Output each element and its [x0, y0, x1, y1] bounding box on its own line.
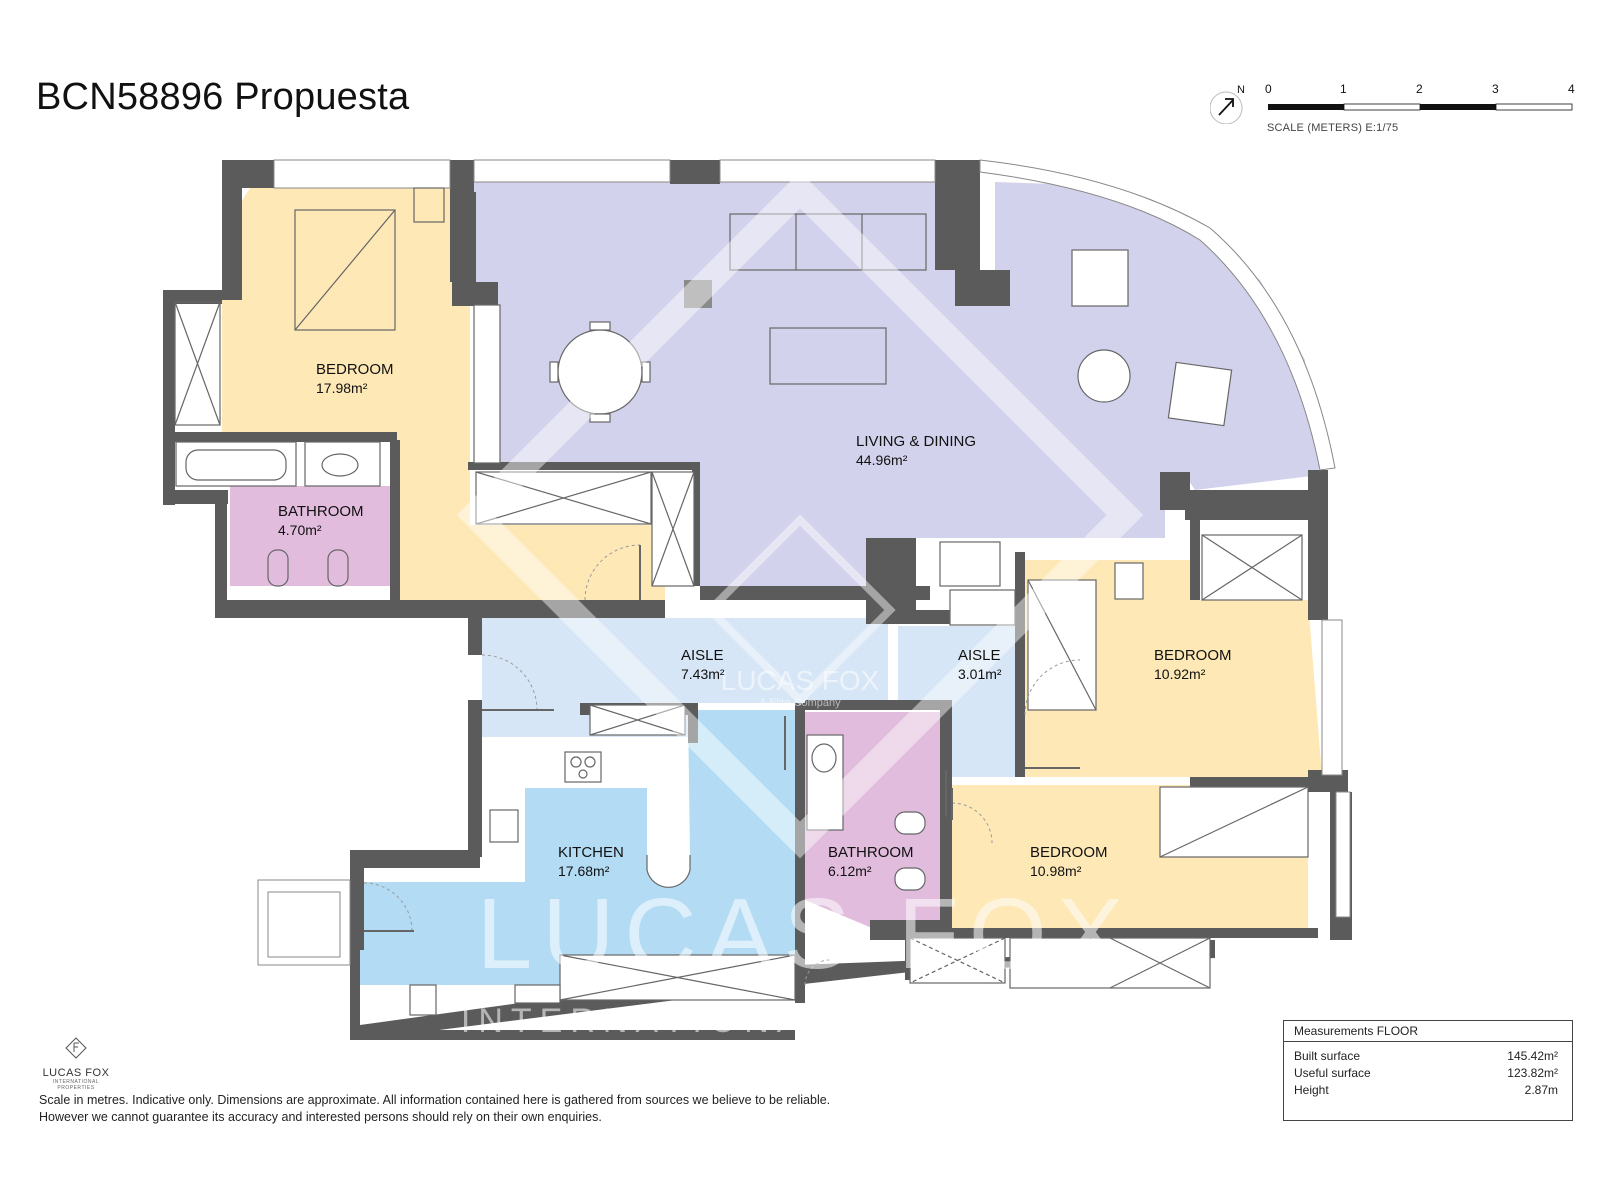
brand-name: LUCAS FOX	[42, 1067, 110, 1079]
measurement-label: Useful surface	[1294, 1066, 1371, 1080]
scale-tick-1: 1	[1340, 84, 1347, 96]
room-bedroom-2	[1025, 560, 1322, 777]
bathtub-icon	[175, 441, 297, 487]
measurements-box: Measurements FLOOR Built surface 145.42m…	[1283, 1020, 1573, 1121]
label-aisle-1-area: 7.43m²	[681, 666, 725, 682]
room-labels: BEDROOM 17.98m² BATHROOM 4.70m² LIVING &…	[278, 361, 1232, 879]
label-bathroom-2-name: BATHROOM	[828, 844, 914, 861]
scale-bar: N 0 1 2 3 4 SCALE (METERS) E:1/75	[1210, 84, 1590, 144]
brand-diamond-icon	[65, 1037, 87, 1059]
cooktop-icon	[564, 751, 602, 783]
room-bathroom-1	[230, 486, 390, 586]
sofa-icon	[729, 213, 927, 271]
brand-sub: INTERNATIONAL PROPERTIES	[52, 1079, 100, 1091]
scale-tick-0: 0	[1265, 84, 1272, 96]
doors	[363, 544, 1081, 986]
label-bathroom-2-area: 6.12m²	[828, 863, 872, 879]
watermark: LUCAS FOX A Elite Company LUCAS FOX INTE…	[456, 171, 1149, 1040]
label-kitchen-area: 17.68m²	[558, 863, 610, 879]
bidet-icon	[327, 549, 349, 587]
disclaimer: Scale in metres. Indicative only. Dimens…	[39, 1092, 959, 1126]
plan-title: BCN58896 Propuesta	[36, 76, 410, 118]
wardrobe-icon	[174, 301, 221, 426]
label-living-dining-name: LIVING & DINING	[856, 433, 976, 450]
label-aisle-1-name: AISLE	[681, 647, 724, 664]
measurement-row: Height 2.87m	[1284, 1082, 1572, 1099]
disclaimer-line-2: However we cannot guarantee its accuracy…	[39, 1110, 602, 1124]
armchair-icon	[1071, 249, 1129, 307]
scale-caption: SCALE (METERS) E:1/75	[1267, 122, 1399, 134]
windows	[257, 159, 1351, 966]
label-bedroom-3-area: 10.98m²	[1030, 863, 1082, 879]
watermark-center-sub: A Elite Company	[759, 697, 841, 709]
label-bedroom-2-area: 10.92m²	[1154, 666, 1206, 682]
measurement-value: 2.87m	[1524, 1083, 1558, 1097]
furniture	[174, 187, 1309, 1016]
compass-icon	[1210, 91, 1243, 124]
door-leaves	[364, 545, 1080, 932]
measurements-title: Measurements FLOOR	[1284, 1021, 1572, 1042]
compass-north-label: N	[1237, 84, 1245, 96]
label-bedroom-main-area: 17.98m²	[316, 380, 368, 396]
scale-tick-2: 2	[1416, 84, 1423, 96]
scale-tick-3: 3	[1492, 84, 1499, 96]
measurement-label: Height	[1294, 1083, 1329, 1097]
toilet-icon	[267, 549, 289, 587]
disclaimer-line-1: Scale in metres. Indicative only. Dimens…	[39, 1093, 831, 1107]
watermark-sub: INTERNATIONAL PROPERTIES	[461, 1002, 1149, 1040]
measurement-row: Useful surface 123.82m²	[1284, 1065, 1572, 1082]
measurement-row: Built surface 145.42m²	[1284, 1048, 1572, 1065]
room-bedroom-main	[222, 188, 665, 600]
label-aisle-2-name: AISLE	[958, 647, 1001, 664]
room-aisle-2	[898, 626, 1020, 777]
label-living-dining-area: 44.96m²	[856, 452, 908, 468]
brand-logo: LUCAS FOX INTERNATIONAL PROPERTIES	[36, 1036, 116, 1091]
label-bedroom-2-name: BEDROOM	[1154, 647, 1232, 664]
label-bedroom-3-name: BEDROOM	[1030, 844, 1108, 861]
bed-main-icon	[294, 209, 396, 331]
watermark-main: LUCAS FOX	[477, 878, 1134, 990]
label-kitchen-name: KITCHEN	[558, 844, 624, 861]
room-kitchen-white-zone	[360, 745, 688, 882]
label-bedroom-main-name: BEDROOM	[316, 361, 394, 378]
measurement-value: 123.82m²	[1507, 1066, 1558, 1080]
label-bathroom-1-name: BATHROOM	[278, 503, 364, 520]
scale-tick-4: 4	[1568, 84, 1575, 96]
label-bathroom-1-area: 4.70m²	[278, 522, 322, 538]
room-kitchen	[360, 710, 795, 985]
measurement-label: Built surface	[1294, 1049, 1361, 1063]
measurement-value: 145.42m²	[1507, 1049, 1558, 1063]
label-aisle-2-area: 3.01m²	[958, 666, 1002, 682]
coffee-table-icon	[769, 327, 887, 385]
watermark-center: LUCAS FOX	[721, 665, 880, 696]
